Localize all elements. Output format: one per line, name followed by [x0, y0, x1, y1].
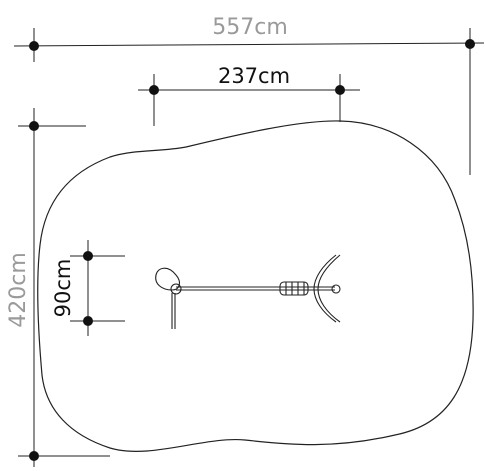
safety-zone-outline	[37, 120, 474, 452]
overall-width-label: 557cm	[212, 15, 288, 40]
left-seat-shape	[155, 267, 181, 291]
overall-depth-dimension: 420cm	[6, 108, 110, 467]
equipment-length-dimension: 237cm	[138, 64, 360, 126]
overall-depth-label: 420cm	[6, 252, 31, 328]
seesaw-equipment	[155, 254, 341, 329]
equipment-length-label: 237cm	[218, 64, 290, 88]
equipment-width-dimension: 90cm	[51, 240, 125, 336]
equipment-width-label: 90cm	[51, 259, 75, 318]
spring-coils	[279, 281, 309, 296]
overall-width-dimension: 557cm	[13, 15, 485, 175]
right-handle-curve	[313, 254, 337, 323]
